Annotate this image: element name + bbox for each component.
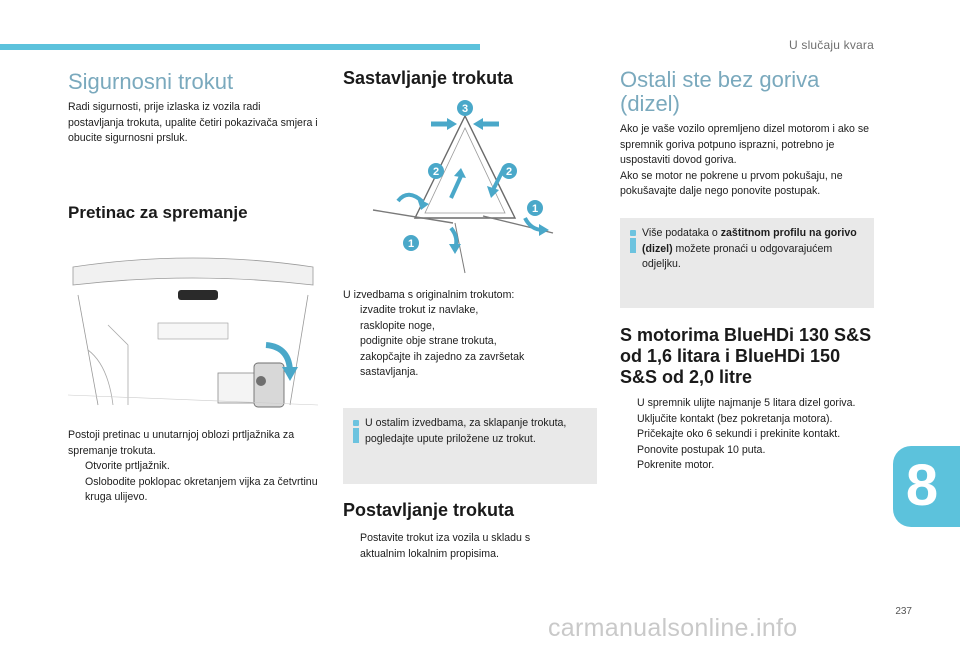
list-item: izvadite trokut iz navlake,: [360, 304, 479, 316]
info-icon: [630, 230, 636, 253]
step-2-right-label: 2: [506, 166, 512, 178]
list-item: U spremnik ulijte najmanje 5 litara dize…: [637, 397, 856, 409]
header-accent-bar: [0, 44, 480, 50]
step-1-left-label: 1: [408, 238, 414, 250]
step-badges: 3 2 2 1 1: [403, 100, 543, 251]
storage-body-text: Postoji pretinac u unutarnjoj oblozi prt…: [68, 429, 295, 457]
chapter-tab: 8: [893, 446, 960, 527]
step-2-left-label: 2: [433, 166, 439, 178]
placement-steps-list: Postavite trokut iza vozila u skladu s a…: [343, 531, 568, 562]
fuel-info-note: Više podataka o zaštitnom profilu na gor…: [620, 218, 874, 308]
list-item: rasklopite noge,: [360, 319, 435, 332]
section-title-out-of-fuel: Ostali ste bez goriva (dizel): [620, 67, 820, 116]
list-item: Ponovite postupak 10 puta.: [637, 443, 766, 456]
list-item: zakopčajte ih zajedno za završetak sasta…: [360, 350, 525, 379]
list-item: Otvorite prtljažnik.: [85, 460, 170, 472]
info-note-text: U ostalim izvedbama, za sklapanje trokut…: [365, 417, 567, 445]
step-1-right-label: 1: [532, 203, 538, 215]
assembly-info-note: U ostalim izvedbama, za sklapanje trokut…: [343, 408, 597, 484]
list-item: Oslobodite poklopac okretanjem vijka za …: [85, 475, 318, 504]
running-title: U slučaju kvara: [788, 38, 874, 52]
section-title-assembly: Sastavljanje trokuta: [343, 68, 514, 88]
info-note-text: Više podataka o zaštitnom profilu na gor…: [642, 227, 857, 270]
page-number: 237: [895, 606, 912, 617]
storage-steps-list: Otvorite prtljažnik. Oslobodite poklopac…: [68, 459, 318, 506]
list-item: Pričekajte oko 6 sekundi i prekinite kon…: [637, 428, 841, 440]
step-3-label: 3: [462, 103, 468, 115]
triangle-intro-text: Radi sigurnosti, prije izlaska iz vozila…: [68, 101, 318, 144]
watermark: carmanualsonline.info: [548, 614, 798, 642]
refuel-steps-list: U spremnik ulijte najmanje 5 litara dize…: [620, 396, 876, 474]
list-item: Uključite kontakt (bez pokretanja motora…: [637, 412, 833, 425]
section-title-placement: Postavljanje trokuta: [343, 500, 515, 520]
list-item: podignite obje strane trokuta,: [360, 335, 497, 347]
fuel-intro-text: Ako je vaše vozilo opremljeno dizel moto…: [620, 123, 870, 197]
section-title-bluehdi: S motorima BlueHDi 130 S&S od 1,6 litara…: [620, 325, 872, 387]
trunk-storage-illustration: [68, 255, 318, 415]
list-item: Postavite trokut iza vozila u skladu s a…: [360, 532, 531, 560]
section-title-warning-triangle: Sigurnosni trokut: [68, 69, 234, 94]
chapter-number: 8: [905, 453, 939, 518]
section-title-storage: Pretinac za spremanje: [68, 203, 248, 222]
info-icon: [353, 420, 359, 443]
assembly-steps-list: izvadite trokut iz navlake, rasklopite n…: [343, 303, 573, 381]
triangle-assembly-diagram: 3 2 2 1 1: [372, 100, 554, 274]
list-item: Pokrenite motor.: [637, 459, 715, 471]
assembly-intro-text: U izvedbama s originalnim trokutom:: [343, 289, 515, 301]
